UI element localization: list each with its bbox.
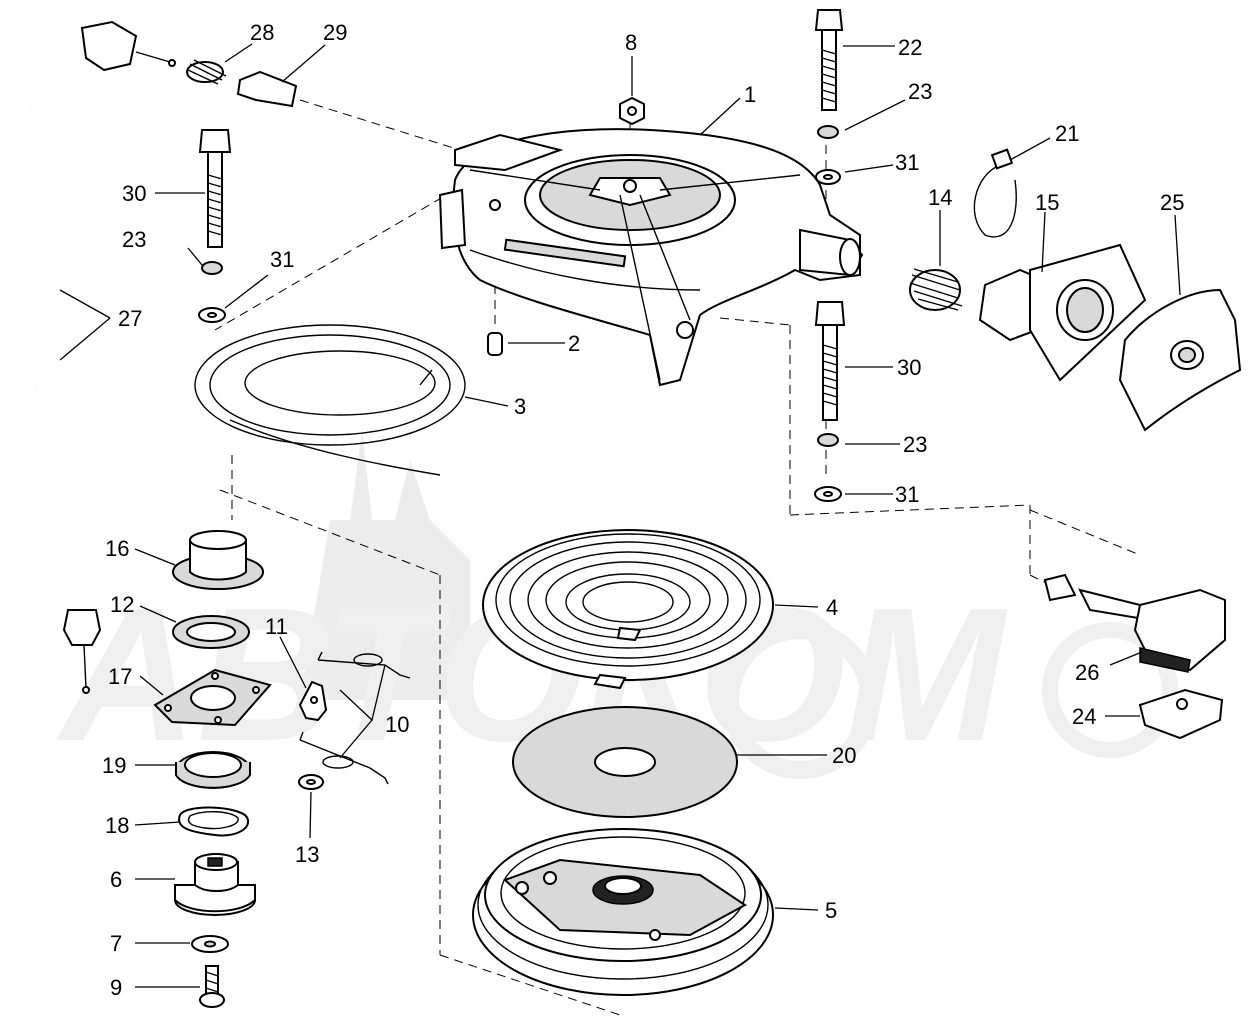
washer-part-31-top bbox=[815, 169, 841, 185]
callout-20: 20 bbox=[832, 743, 856, 768]
alignment-lines bbox=[214, 99, 1141, 1016]
callout-28: 28 bbox=[250, 20, 274, 45]
callout-10: 10 bbox=[385, 712, 409, 737]
callout-21: 21 bbox=[1055, 121, 1079, 146]
clamp-part-21 bbox=[973, 148, 1017, 238]
washer-part-31-left bbox=[198, 307, 226, 323]
callout-24: 24 bbox=[1072, 704, 1096, 729]
gasket-part-12 bbox=[172, 615, 250, 649]
lock-washer-part-23-left bbox=[201, 261, 223, 275]
handle-housing-part-15 bbox=[978, 243, 1147, 382]
callout-9: 9 bbox=[110, 975, 122, 1000]
handle-insert-part-24 bbox=[1138, 688, 1224, 740]
cap-part-16 bbox=[172, 530, 264, 590]
nut-part-8 bbox=[619, 96, 645, 126]
callout-23-right: 23 bbox=[903, 432, 927, 457]
callout-26: 26 bbox=[1075, 660, 1099, 685]
link-part-10-upper bbox=[317, 651, 411, 679]
callout-30-left: 30 bbox=[122, 181, 146, 206]
callout-2: 2 bbox=[568, 331, 580, 356]
link-part-10-lower bbox=[299, 731, 389, 785]
seal-part-18 bbox=[178, 806, 250, 837]
callout-4: 4 bbox=[826, 595, 838, 620]
bolt-part-30-right bbox=[814, 301, 846, 421]
washer-part-31-right bbox=[814, 486, 842, 502]
callout-18: 18 bbox=[105, 813, 129, 838]
callout-5: 5 bbox=[825, 898, 837, 923]
grommet-plate-part-25 bbox=[1118, 288, 1242, 432]
mount-plate-part-17 bbox=[153, 668, 272, 727]
callout-31-left: 31 bbox=[270, 247, 294, 272]
callout-8: 8 bbox=[625, 30, 637, 55]
handle-part-26 bbox=[1043, 573, 1226, 673]
rewind-spring-part-4 bbox=[482, 529, 774, 690]
pawl-part-11 bbox=[298, 680, 328, 722]
callout-25: 25 bbox=[1160, 190, 1184, 215]
washer-part-13 bbox=[298, 774, 324, 790]
rope-part-3 bbox=[194, 324, 466, 476]
bolt-part-30-left bbox=[198, 129, 232, 248]
spring-part-14 bbox=[909, 268, 963, 311]
plate-part-20 bbox=[512, 706, 738, 818]
callout-3: 3 bbox=[514, 394, 526, 419]
callout-31-top: 31 bbox=[895, 150, 919, 175]
pulley-part-5 bbox=[472, 828, 774, 996]
callout-15: 15 bbox=[1035, 190, 1059, 215]
starter-housing-part-1 bbox=[438, 128, 864, 387]
leader-lines bbox=[59, 43, 1181, 988]
callout-30-right: 30 bbox=[897, 355, 921, 380]
callout-23-top: 23 bbox=[908, 79, 932, 104]
callout-1: 1 bbox=[744, 82, 756, 107]
spool-part-6 bbox=[174, 853, 256, 916]
spring-part-28 bbox=[186, 59, 227, 85]
callout-14: 14 bbox=[928, 185, 952, 210]
plunger-part-29 bbox=[236, 70, 298, 108]
callout-19: 19 bbox=[102, 753, 126, 778]
callout-31-right: 31 bbox=[895, 482, 919, 507]
callout-22: 22 bbox=[898, 35, 922, 60]
lock-washer-part-23-top bbox=[817, 125, 839, 139]
pin-part-2 bbox=[487, 332, 503, 356]
cable-part-27 bbox=[31, 20, 176, 694]
callout-12: 12 bbox=[110, 592, 134, 617]
callout-13: 13 bbox=[295, 842, 319, 867]
callout-7: 7 bbox=[110, 931, 122, 956]
washer-part-7 bbox=[191, 935, 229, 953]
callout-labels: 1 2 3 4 5 6 7 8 9 10 11 12 13 14 15 16 1… bbox=[102, 20, 1184, 1000]
ring-part-19 bbox=[175, 751, 251, 789]
lock-washer-part-23-right bbox=[817, 433, 839, 447]
callout-29: 29 bbox=[323, 20, 347, 45]
bolt-part-22 bbox=[814, 9, 844, 111]
callout-17: 17 bbox=[108, 664, 132, 689]
callout-27: 27 bbox=[118, 306, 142, 331]
callout-11: 11 bbox=[265, 614, 288, 639]
callout-16: 16 bbox=[105, 536, 129, 561]
screw-part-9 bbox=[199, 965, 225, 1008]
callout-6: 6 bbox=[110, 867, 122, 892]
callout-23-left: 23 bbox=[122, 227, 146, 252]
